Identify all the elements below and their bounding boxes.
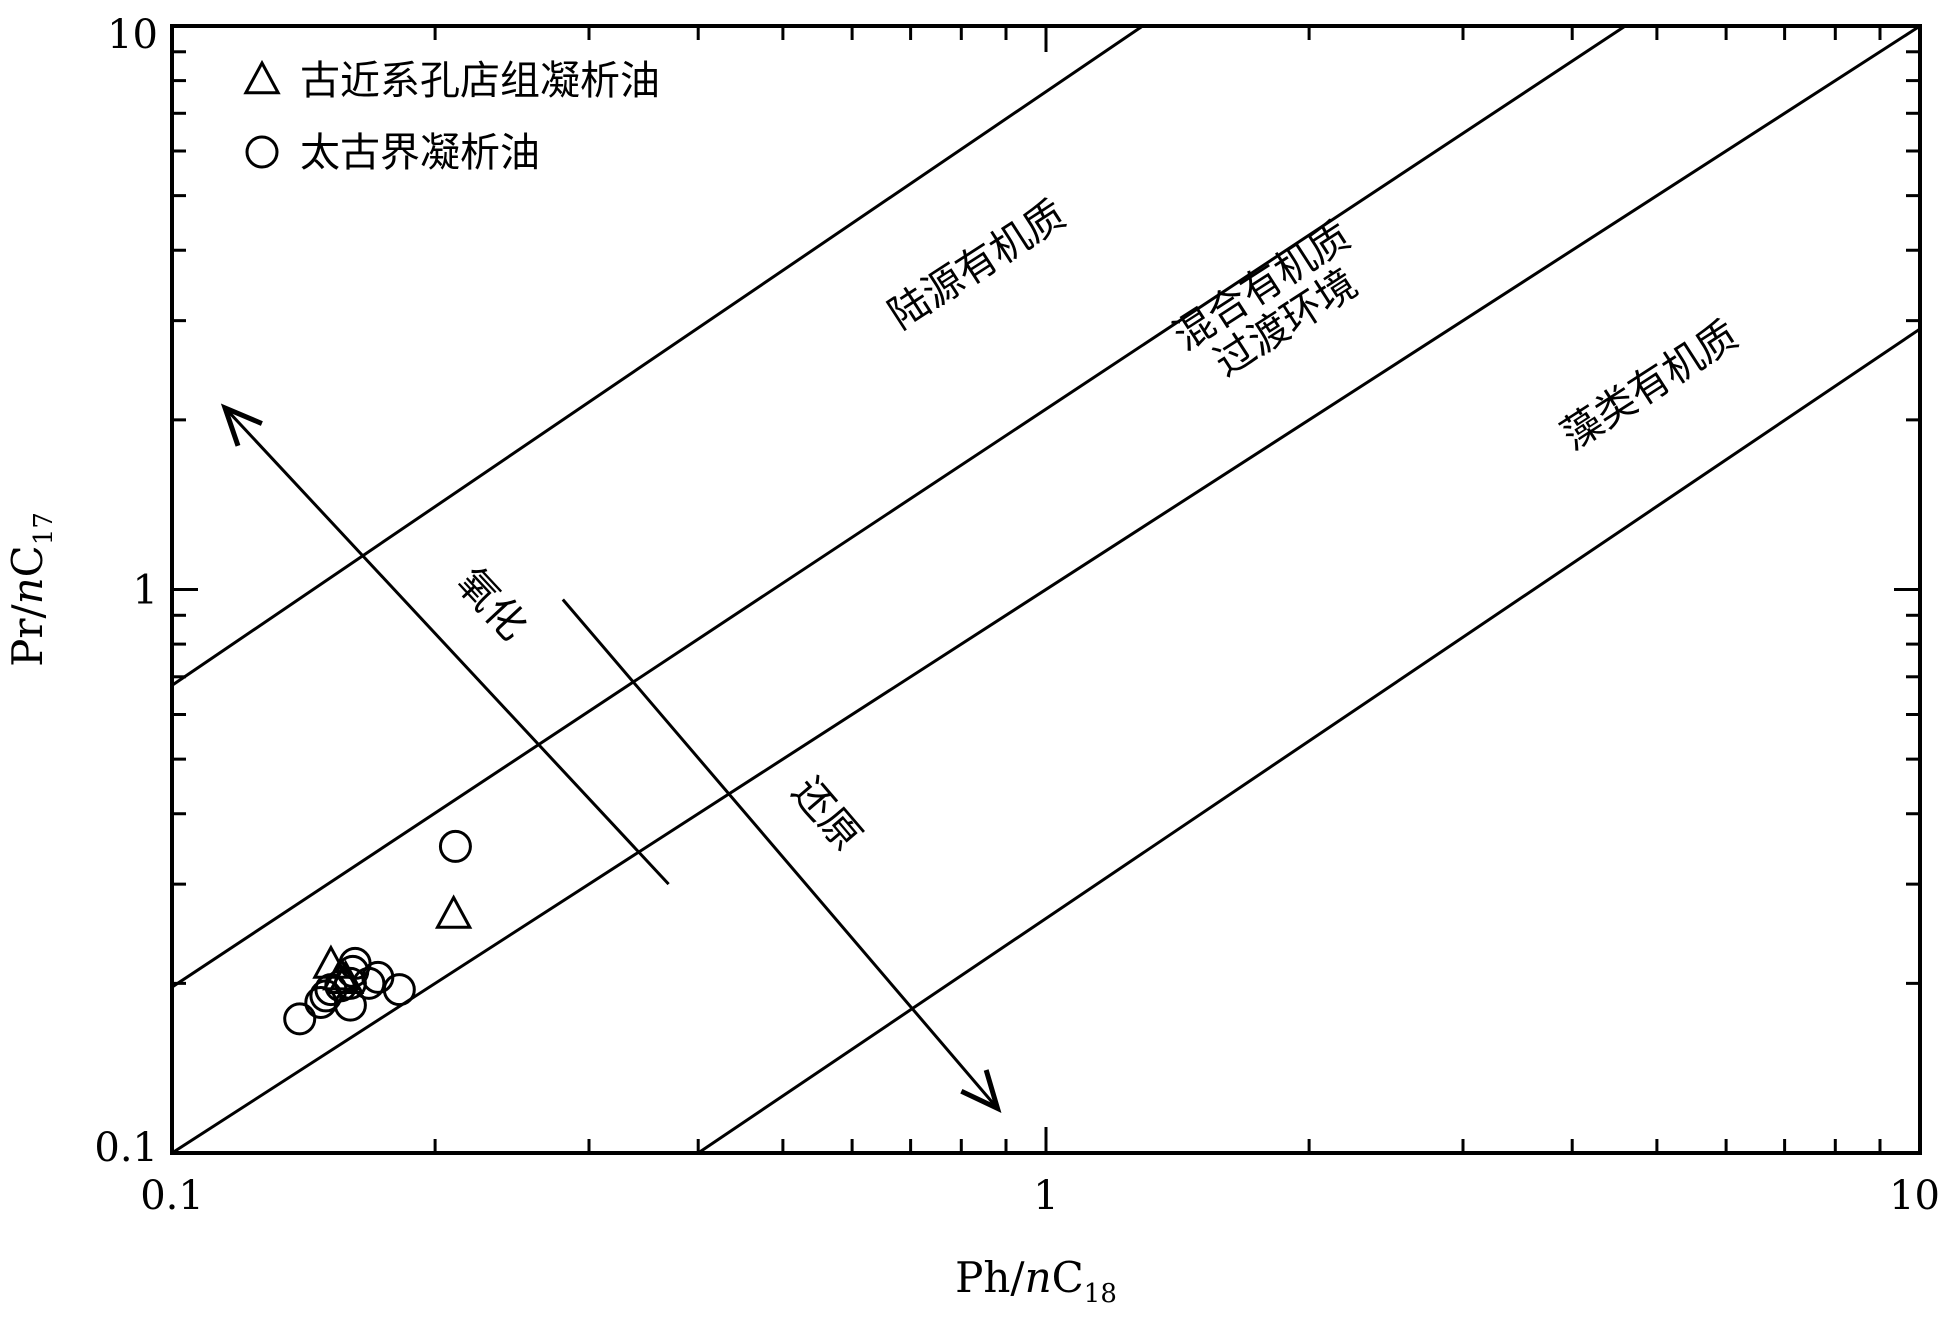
arrow-head [960,1069,1002,1114]
boundary-line [697,327,1920,1153]
boundary-line [172,26,1920,1153]
x-tick-label: 0.1 [140,1173,204,1219]
data-point-circle [333,988,367,1022]
x-tick-label: 10 [1889,1173,1940,1219]
arrow-line [561,598,999,1110]
region-label: 陆源有机质 [881,192,1074,339]
legend-marker [243,59,281,95]
y-axis-title: Pr/nC17 [3,512,59,667]
region-label: 藻类有机质 [1553,312,1746,459]
x-tick-label: 1 [1033,1173,1058,1219]
boundary-lines [172,26,1920,1153]
legend-label: 太古界凝析油 [300,130,540,176]
x-axis-title: Ph/nC18 [955,1253,1117,1309]
data-point-circle [309,979,343,1013]
data-point-circle [352,966,386,1000]
data-point-circle [283,1002,317,1036]
y-tick-label: 1 [133,568,158,614]
boundary-line [172,26,1144,687]
boundary-line [172,26,1627,989]
arrow-line [223,406,670,886]
y-tick-label: 10 [107,12,158,58]
y-tick-label: 0.1 [94,1125,158,1171]
arrow-label: 还原 [783,769,870,860]
legend-label: 古近系孔店组凝析油 [300,58,660,104]
legend-marker [245,135,279,169]
arrow-head [220,403,263,447]
data-point-circle [438,829,472,863]
data-point-triangle [434,894,473,929]
region-label: 混合有机质过渡环境 [1166,213,1383,397]
data-point-circle [382,973,416,1007]
arrow-label: 氧化 [447,560,535,650]
